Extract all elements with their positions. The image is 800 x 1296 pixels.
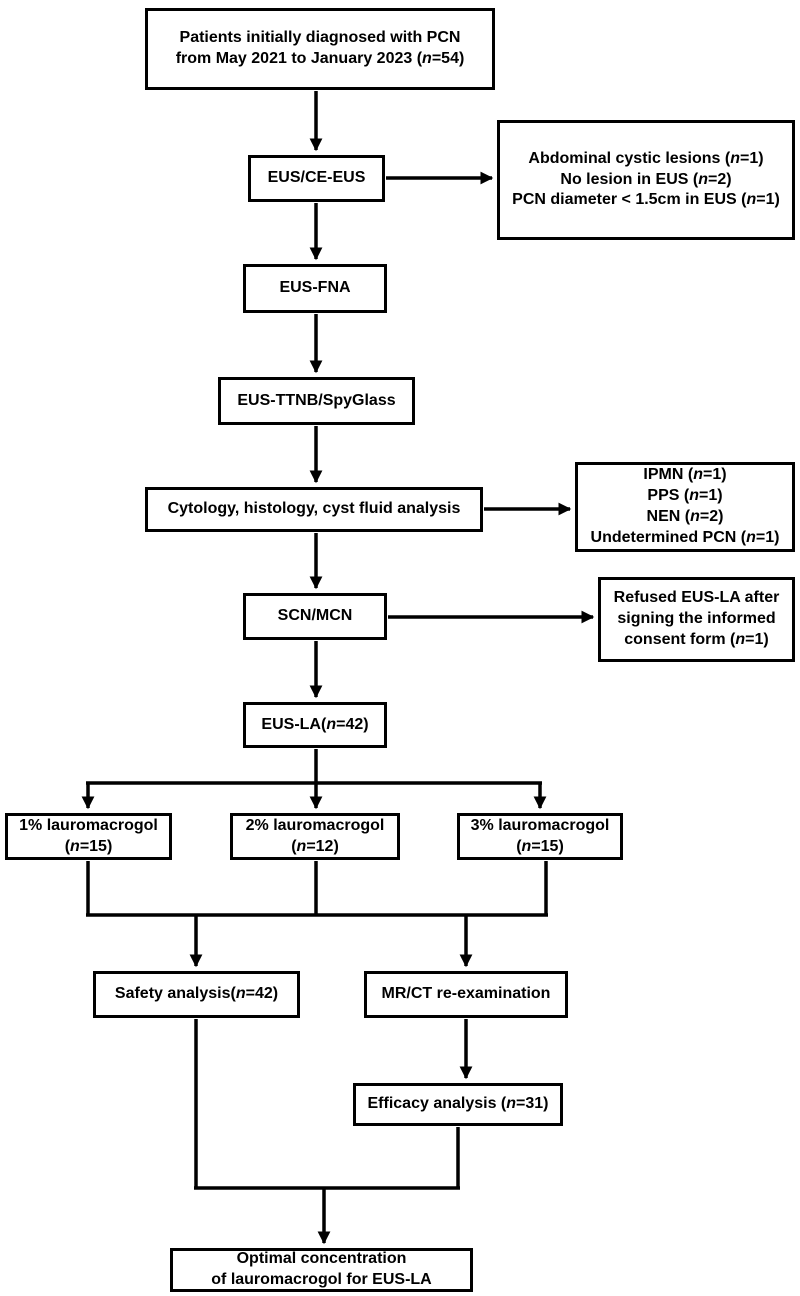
node-eus-la: EUS-LA(n=42) [243,702,387,748]
node-eus-ce-eus: EUS/CE-EUS [248,155,385,202]
node-efficacy-analysis: Efficacy analysis (n=31) [353,1083,563,1126]
node-eus-ttnb-spyglass: EUS-TTNB/SpyGlass [218,377,415,425]
node-cytology: Cytology, histology, cyst fluid analysis [145,487,483,532]
node-mrct-reexamination: MR/CT re-examination [364,971,568,1018]
node-lauromacrogol-3pct: 3% lauromacrogol(n=15) [457,813,623,860]
node-eus-fna: EUS-FNA [243,264,387,313]
node-lauromacrogol-2pct: 2% lauromacrogol(n=12) [230,813,400,860]
node-excluded-diagnosis: IPMN (n=1)PPS (n=1)NEN (n=2)Undetermined… [575,462,795,552]
node-excluded-eus: Abdominal cystic lesions (n=1)No lesion … [497,120,795,240]
node-scn-mcn: SCN/MCN [243,593,387,640]
node-lauromacrogol-1pct: 1% lauromacrogol(n=15) [5,813,172,860]
node-safety-analysis: Safety analysis(n=42) [93,971,300,1018]
